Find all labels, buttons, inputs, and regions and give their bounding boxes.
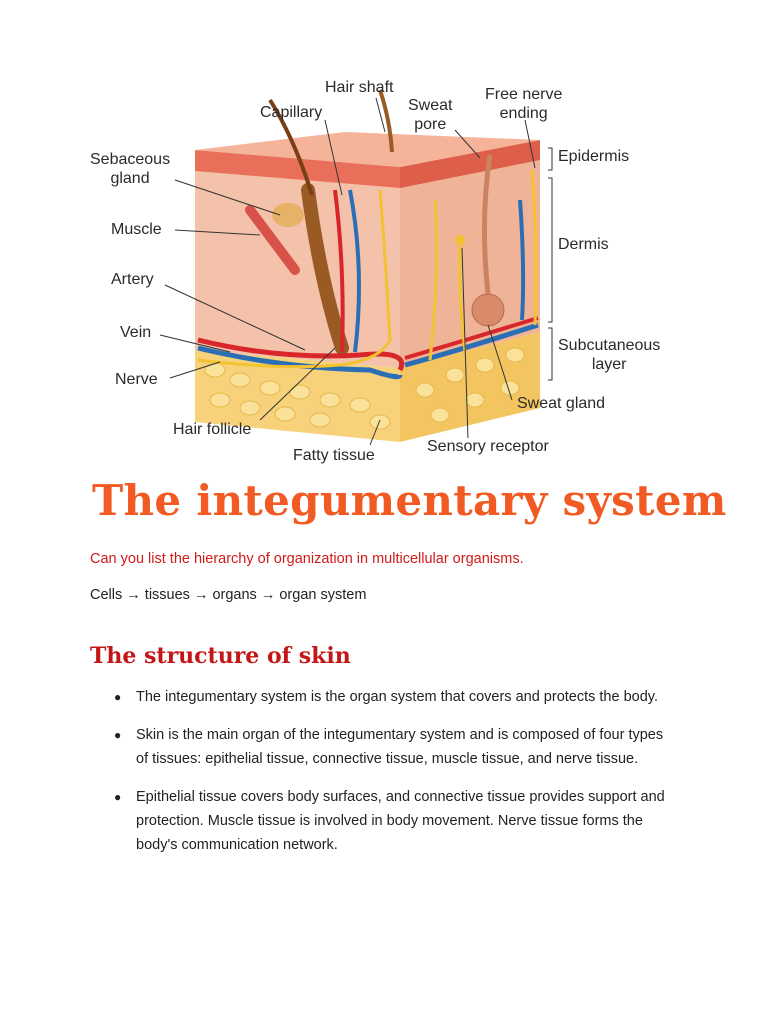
muscle-shape xyxy=(245,205,300,275)
label-dermis: Dermis xyxy=(558,236,609,253)
label-capillary: Capillary xyxy=(260,104,323,121)
skin-cross-section-illustration xyxy=(159,89,553,446)
nerve-shape xyxy=(197,189,392,369)
skin-diagram: Hair shaft Capillary Sweat pore Free ner… xyxy=(80,70,680,470)
list-item-text: Epithelial tissue covers body surfaces, … xyxy=(136,789,665,853)
sensory-nerve xyxy=(458,244,467,353)
sweat-duct xyxy=(481,154,493,295)
capillary-vein-loop xyxy=(348,189,361,353)
label-hair-shaft: Hair shaft xyxy=(325,79,394,96)
list-item-text: Skin is the main organ of the integument… xyxy=(136,727,664,767)
capillary-artery-loop xyxy=(333,189,345,353)
label-vein: Vein xyxy=(120,324,152,341)
label-sweat-gland: Sweat gland xyxy=(517,395,606,412)
section-heading: The structure of skin xyxy=(90,643,351,669)
epidermis-front xyxy=(195,150,400,188)
skin-surface xyxy=(195,132,540,167)
label-epidermis: Epidermis xyxy=(558,148,630,165)
bullet-icon: ● xyxy=(114,790,122,804)
artery-side xyxy=(404,316,539,360)
label-hair-follicle: Hair follicle xyxy=(173,421,252,438)
list-item: ● Skin is the main organ of the integume… xyxy=(90,723,670,771)
label-sebaceous-gland: Sebaceous gland xyxy=(90,151,171,187)
label-sweat-pore: Sweat pore xyxy=(408,97,453,133)
list-item: ● Epithelial tissue covers body surfaces… xyxy=(90,785,670,857)
page-title: The integumentary system xyxy=(92,476,727,525)
dermis-side xyxy=(400,154,540,368)
leader-lines xyxy=(159,97,553,446)
bullet-icon: ● xyxy=(114,690,122,704)
question-text: Can you list the hierarchy of organizati… xyxy=(90,551,524,567)
label-nerve: Nerve xyxy=(115,371,158,388)
epidermis-side xyxy=(400,140,540,188)
list-item: ● The integumentary system is the organ … xyxy=(90,685,670,709)
list-item-text: The integumentary system is the organ sy… xyxy=(136,689,658,705)
free-nerve-ending-shape xyxy=(530,169,538,326)
label-muscle: Muscle xyxy=(111,221,162,238)
artery-shape xyxy=(197,337,405,372)
label-artery: Artery xyxy=(111,271,154,288)
label-free-nerve-ending: Free nerve ending xyxy=(485,86,563,122)
sweat-gland-shape xyxy=(471,293,505,327)
label-fatty-tissue: Fatty tissue xyxy=(293,447,375,464)
bullet-list: ● The integumentary system is the organ … xyxy=(90,685,670,871)
label-sensory-receptor: Sensory receptor xyxy=(427,438,549,455)
hair-shaft-left xyxy=(268,98,314,196)
vein-side-vertical xyxy=(518,199,526,321)
hair-follicle-shape xyxy=(301,183,349,355)
sensory-receptor-shape xyxy=(455,235,465,245)
fat-cells xyxy=(204,347,525,430)
label-subcutaneous-layer: Subcutaneous layer xyxy=(558,337,661,373)
bullet-icon: ● xyxy=(114,728,122,742)
answer-text: Cells → tissues → organs → organ system xyxy=(90,587,367,603)
hair-shaft-top xyxy=(378,89,394,153)
nerve-side-1 xyxy=(428,199,439,361)
sebaceous-gland-shape xyxy=(272,203,304,227)
vein-shape xyxy=(197,345,403,380)
